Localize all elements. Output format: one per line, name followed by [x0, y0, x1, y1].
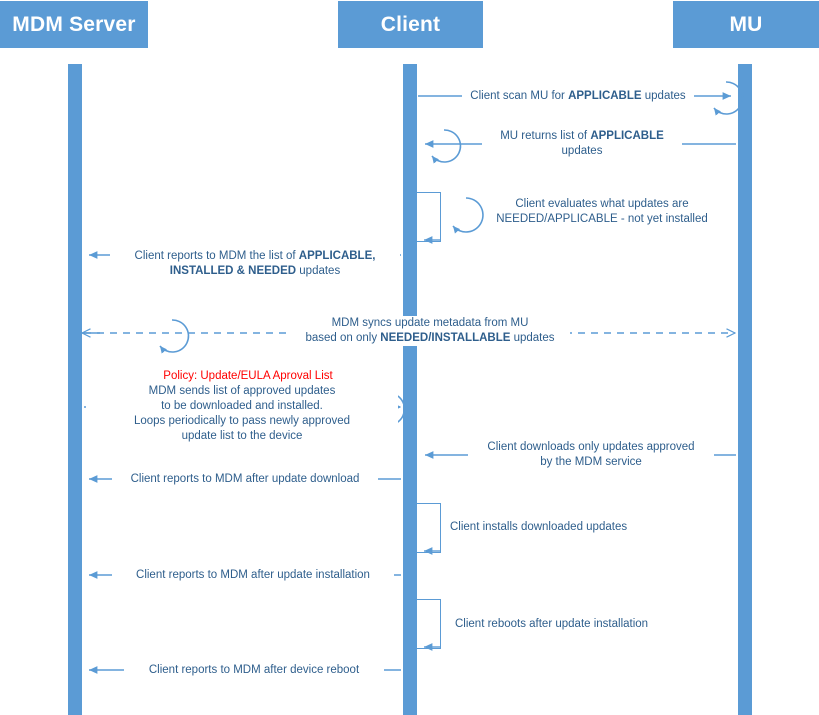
- message-label-m10: Client reports to MDM after update insta…: [112, 568, 394, 583]
- participant-label: MU: [729, 12, 763, 36]
- message-label-m9: Client installs downloaded updates: [450, 521, 628, 533]
- message-label-m6-policy: Policy: Update/EULA Aproval List: [98, 369, 398, 384]
- lifeline-mu: [738, 64, 752, 715]
- self-message-bracket-reboot: [416, 599, 441, 649]
- participant-header-client[interactable]: Client: [338, 1, 483, 48]
- loop-arc-m2: [431, 129, 462, 164]
- lifeline-mdm-server: [68, 64, 82, 715]
- message-label-m12: Client reports to MDM after device reboo…: [124, 663, 384, 678]
- participant-header-mdm-server[interactable]: MDM Server: [0, 1, 148, 48]
- message-label-m8: Client reports to MDM after update downl…: [112, 472, 378, 487]
- self-message-bracket-install: [416, 503, 441, 553]
- loop-arc-m5: [159, 319, 190, 354]
- message-label-m11: Client reboots after update installation: [455, 618, 649, 630]
- message-label-m4: Client reports to MDM the list of APPLIC…: [110, 249, 400, 279]
- message-label-m1: Client scan MU for APPLICABLE updates: [462, 89, 694, 104]
- participant-label: Client: [380, 12, 441, 36]
- self-message-bracket-evaluate: [416, 192, 441, 242]
- participant-header-mu[interactable]: MU: [673, 1, 819, 48]
- participant-label: MDM Server: [12, 12, 136, 36]
- lifeline-client: [403, 64, 417, 715]
